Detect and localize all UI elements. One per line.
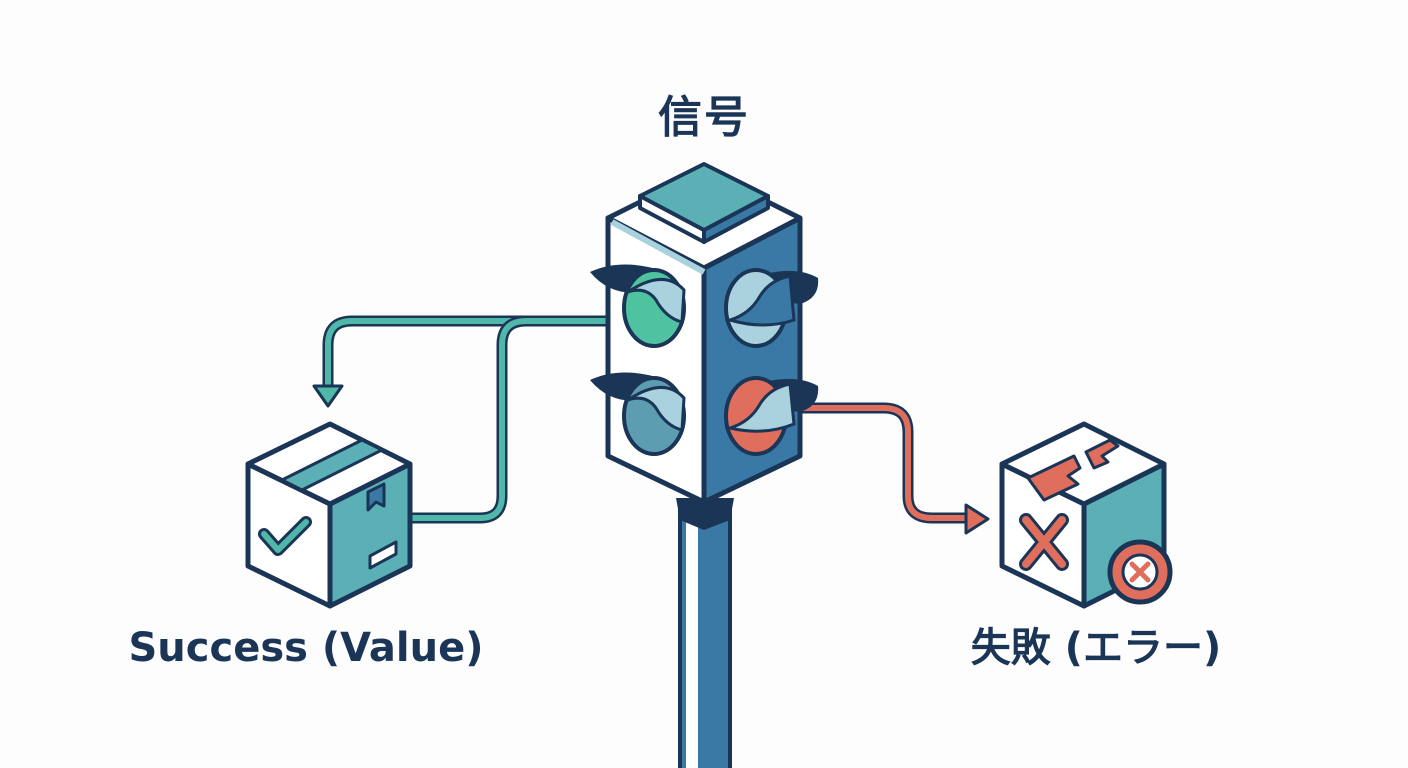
failure-connector (800, 402, 990, 535)
cross-icon (1019, 513, 1069, 571)
failure-label: 失敗 (エラー) (970, 625, 1222, 671)
traffic-light-icon (590, 162, 819, 505)
success-arrowhead (312, 384, 344, 408)
side-upper-light-icon (724, 268, 819, 348)
success-label: Success (Value) (128, 625, 484, 671)
close-circle-icon (1107, 539, 1173, 605)
front-lower-light-icon (590, 372, 686, 456)
failure-box-icon (999, 421, 1173, 609)
red-light-icon (724, 376, 819, 456)
signal-title: 信号 (658, 92, 750, 143)
green-light-icon (590, 264, 686, 348)
signal-pole (676, 498, 734, 768)
success-box-icon (245, 421, 413, 609)
failure-arrowhead (964, 503, 990, 535)
success-connector (312, 315, 608, 524)
